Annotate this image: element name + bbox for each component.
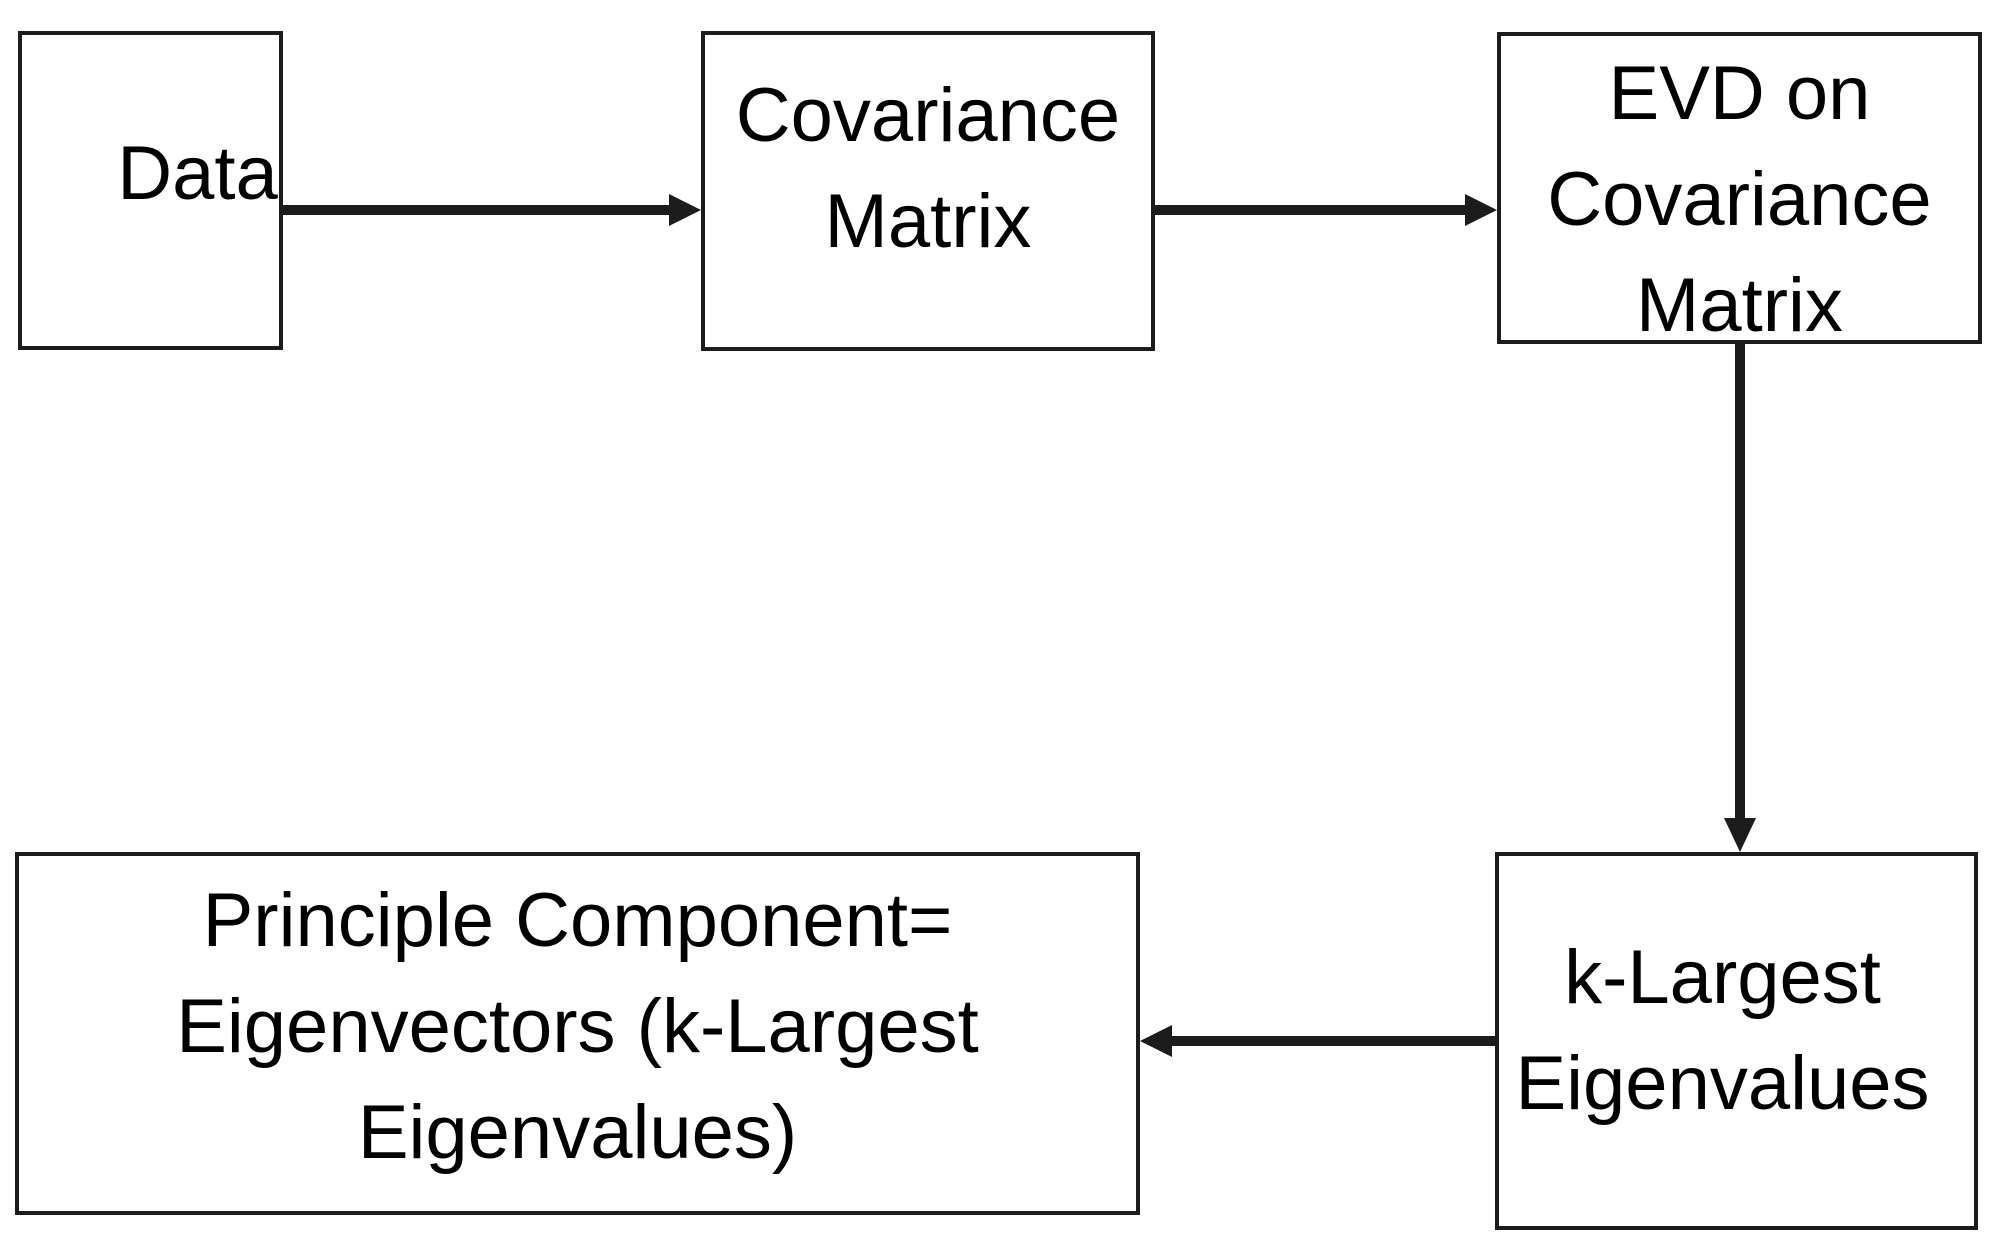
arrow-shaft xyxy=(1735,344,1745,820)
node-covariance-matrix-label-line1: Covariance xyxy=(735,73,1121,158)
node-principle-label-line3: Eigenvalues) xyxy=(357,1089,798,1175)
node-principle-label-line2: Eigenvectors (k-Largest xyxy=(176,983,979,1069)
node-evd-label-line1: EVD on xyxy=(1608,51,1871,136)
node-covariance-matrix-label-line2: Matrix xyxy=(824,179,1032,264)
node-evd-label-line3: Matrix xyxy=(1636,263,1843,348)
node-k-largest-eigenvalues: k-Largest Eigenvalues xyxy=(1495,852,1978,1230)
arrow-shaft xyxy=(283,205,671,215)
arrowhead-right-icon xyxy=(669,194,701,226)
node-k-largest-label-line1: k-Largest xyxy=(1564,935,1881,1020)
node-evd-label-line2: Covariance xyxy=(1547,157,1932,242)
node-principle-component: Principle Component= Eigenvectors (k-Lar… xyxy=(15,852,1140,1215)
arrowhead-left-icon xyxy=(1140,1025,1172,1057)
node-data: Data xyxy=(18,31,283,350)
node-principle-label-line1: Principle Component= xyxy=(202,877,953,963)
node-k-largest-label-line2: Eigenvalues xyxy=(1515,1041,1930,1126)
arrow-shaft xyxy=(1170,1036,1495,1046)
node-evd-on-covariance-matrix: EVD on Covariance Matrix xyxy=(1497,32,1982,348)
arrow-shaft xyxy=(1155,205,1467,215)
arrowhead-right-icon xyxy=(1465,194,1497,226)
node-data-label: Data xyxy=(117,130,278,216)
node-covariance-matrix: Covariance Matrix xyxy=(701,31,1155,351)
arrowhead-down-icon xyxy=(1724,818,1756,852)
